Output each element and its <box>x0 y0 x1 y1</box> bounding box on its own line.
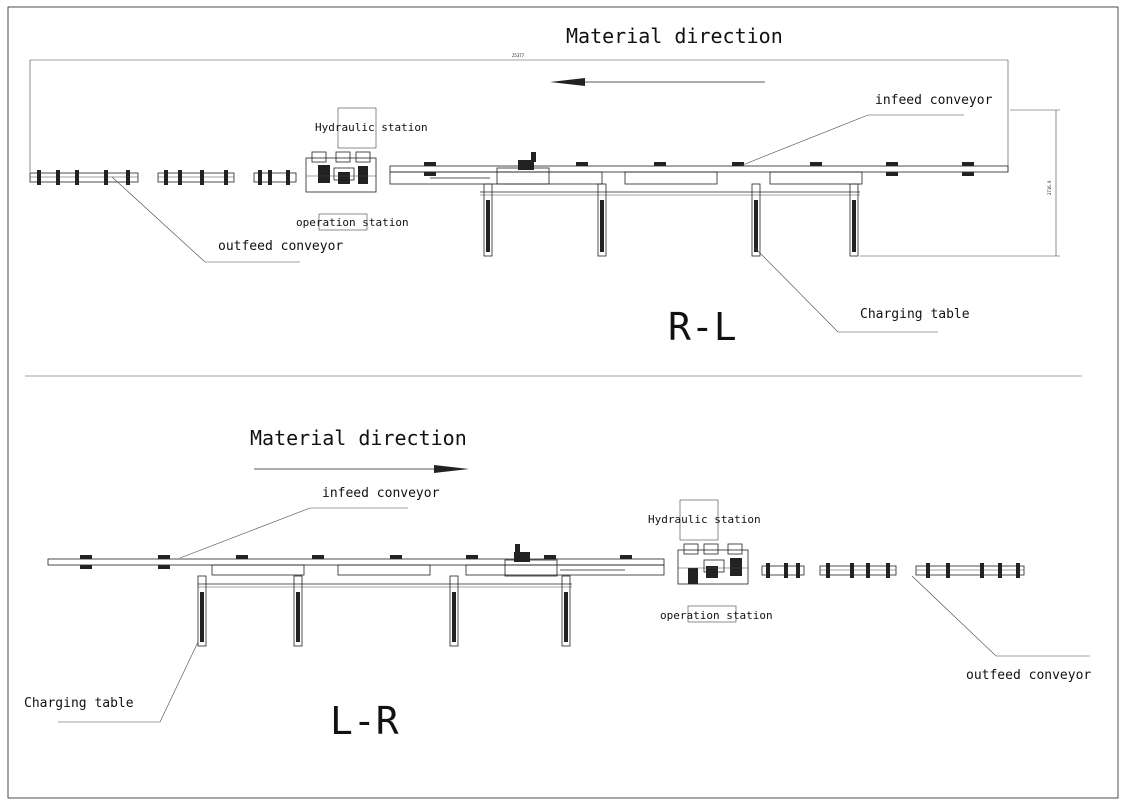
top-leaders <box>111 114 964 333</box>
top-layout: Material direction 25377 2716.9 <box>29 24 1060 349</box>
bottom-infeed-conveyor <box>47 544 665 577</box>
top-height-dim-text: 2716.9 <box>1047 180 1052 195</box>
bottom-direction-arrow <box>254 465 469 473</box>
top-direction-label: Material direction <box>566 24 783 48</box>
top-hydraulic-label: Hydraulic station <box>315 121 428 134</box>
top-outfeed-label: outfeed conveyor <box>218 239 343 254</box>
top-outfeed-conveyor <box>29 170 297 185</box>
top-length-dimension: 25377 <box>29 53 1009 172</box>
bottom-charging-table <box>197 575 572 647</box>
top-hydraulic-station: Hydraulic station <box>315 107 428 149</box>
top-infeed-conveyor <box>389 152 1009 185</box>
bottom-hydraulic-station: Hydraulic station <box>648 499 761 541</box>
bottom-layout: Material direction <box>24 426 1091 743</box>
top-machine-unit <box>305 151 377 193</box>
top-charging-table <box>480 183 860 257</box>
bottom-outfeed-conveyor <box>761 563 1025 578</box>
top-infeed-label: infeed conveyor <box>875 93 993 108</box>
top-charging-label: Charging table <box>860 307 970 322</box>
top-layout-code: R-L <box>668 305 737 349</box>
bottom-layout-code: L-R <box>330 699 399 743</box>
bottom-leaders <box>58 507 1090 723</box>
bottom-outfeed-label: outfeed conveyor <box>966 668 1091 683</box>
bottom-infeed-label: infeed conveyor <box>322 486 440 501</box>
bottom-direction-label: Material direction <box>250 426 467 450</box>
top-operation-station: operation station <box>296 213 409 231</box>
top-direction-arrow <box>550 78 765 86</box>
bottom-operation-station: operation station <box>660 605 773 623</box>
bottom-charging-label: Charging table <box>24 696 134 711</box>
bottom-machine-unit <box>677 543 749 585</box>
top-height-dimension: 2716.9 <box>860 109 1060 257</box>
drawing-frame <box>7 6 1119 799</box>
top-operation-label: operation station <box>296 216 409 229</box>
bottom-hydraulic-label: Hydraulic station <box>648 513 761 526</box>
top-length-dim-text: 25377 <box>512 53 525 58</box>
bottom-operation-label: operation station <box>660 609 773 622</box>
